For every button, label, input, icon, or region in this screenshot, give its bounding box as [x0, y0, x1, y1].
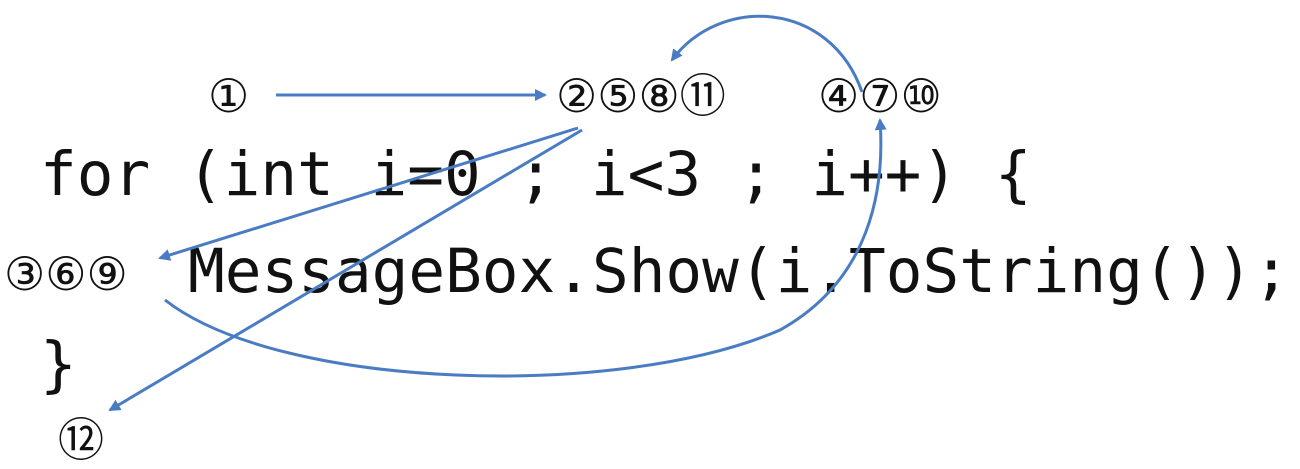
- code-line-body: MessageBox.Show(i.ToString());: [188, 236, 1290, 307]
- arrow-condition-to-exit: [108, 128, 583, 412]
- step-init-label: ①: [208, 69, 249, 123]
- arrow-body-to-increment: [164, 118, 887, 378]
- step-body-label: ③⑥⑨: [4, 247, 128, 301]
- code-line-for: for (int i=0 ; i<3 ; i++) {: [40, 139, 1032, 210]
- step-increment-label: ④⑦⑩: [818, 69, 942, 123]
- arrow-increment-to-condition: [670, 14, 864, 93]
- step-condition-label: ②⑤⑧⑪: [556, 69, 726, 123]
- arrow-condition-to-body: [158, 126, 579, 261]
- step-exit-label: ⑫: [58, 413, 104, 467]
- code-line-close: }: [40, 329, 77, 400]
